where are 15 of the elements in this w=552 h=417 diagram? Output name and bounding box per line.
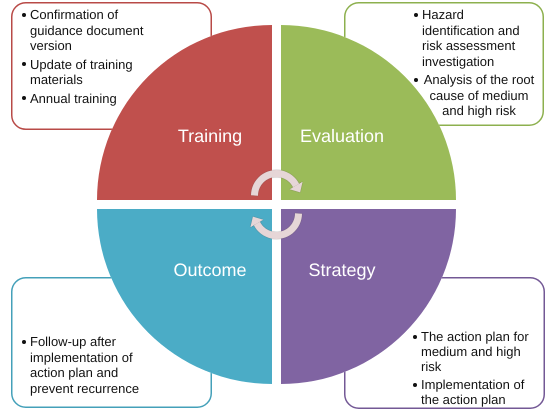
- curved-arrow: [251, 170, 300, 197]
- segment-label: Strategy: [308, 260, 376, 280]
- bullet-text: Confirmation of guidance document version: [30, 7, 144, 54]
- segment-label: Training: [178, 126, 242, 146]
- bullet-text: Implementation of the action plan: [421, 377, 526, 407]
- bullet-text: Analysis of the root cause of medium and high risk: [422, 72, 536, 118]
- bullet-text: Annual training: [30, 90, 118, 106]
- bullet-text: The action plan for medium and high risk: [421, 329, 530, 374]
- segment-label: Outcome: [173, 260, 247, 280]
- bullet-text: Hazard identification and risk assessment investigation: [422, 7, 521, 69]
- bullet-text: Follow-up after implementation of action plan and prevent recurrence: [30, 334, 140, 396]
- callout-card: [344, 2, 544, 126]
- curved-arrow: [252, 212, 302, 239]
- bullet-text: Update of training materials: [30, 56, 134, 88]
- segment-label: Evaluation: [300, 126, 384, 146]
